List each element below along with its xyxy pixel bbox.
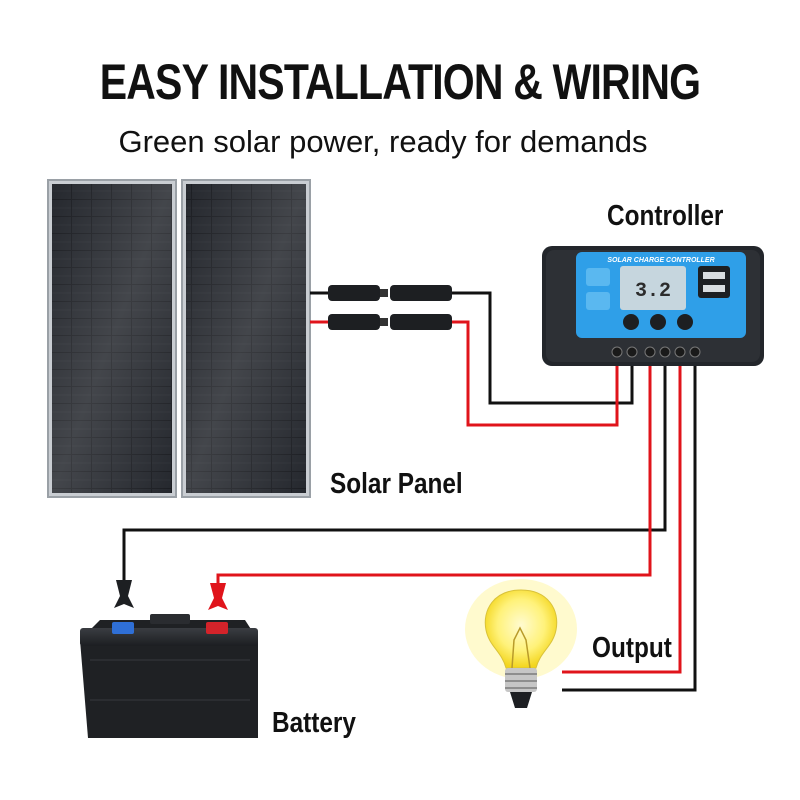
controller-display-value: 3.2: [635, 280, 671, 303]
solar-panel-label: Solar Panel: [330, 468, 463, 500]
charge-controller: SOLAR CHARGE CONTROLLER 3.2: [542, 246, 764, 366]
bulb-icon: [465, 579, 577, 708]
controller-screen-title: SOLAR CHARGE CONTROLLER: [607, 257, 714, 264]
usb-port-icon: [698, 266, 730, 298]
battery-icon: [80, 614, 258, 738]
solar-panel-icon: [47, 179, 311, 498]
battery-clamps: [114, 580, 228, 610]
mc4-connectors: [328, 285, 452, 330]
page-title: EASY INSTALLATION & WIRING: [99, 54, 701, 110]
wires: [122, 291, 697, 692]
output-label: Output: [592, 632, 672, 664]
controller-label: Controller: [607, 200, 724, 232]
page-subtitle: Green solar power, ready for demands: [118, 124, 648, 159]
battery-label: Battery: [272, 707, 356, 739]
